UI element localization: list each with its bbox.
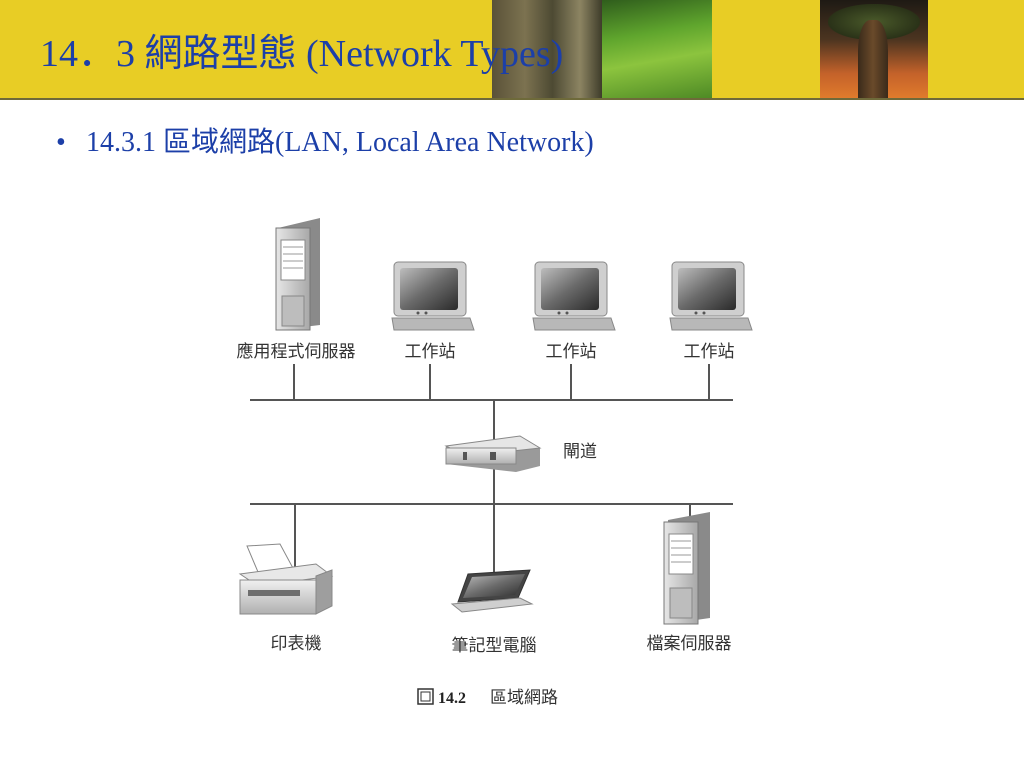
- gateway-icon: [444, 435, 542, 472]
- label-file-server: 檔案伺服器: [647, 634, 732, 654]
- figure-caption-text: 區域網路: [490, 688, 558, 708]
- label-gateway: 閘道: [563, 442, 597, 462]
- tree-trunk: [858, 20, 888, 98]
- app-server-icon: [275, 218, 320, 331]
- label-workstation-1: 工作站: [405, 342, 456, 362]
- header-photo-tree: [820, 0, 928, 98]
- figure-number: 14.2: [438, 690, 466, 707]
- laptop-icon: [450, 569, 534, 613]
- workstation-2-icon: [532, 261, 616, 331]
- workstation-1-icon: [391, 261, 475, 331]
- label-printer: 印表機: [271, 634, 322, 654]
- slide-title: 14．3 網路型態 (Network Types): [40, 33, 564, 75]
- figure-caption: 14.2 區域網路: [417, 688, 558, 708]
- bullet-text: 14.3.1 區域網路(LAN, Local Area Network): [86, 127, 594, 158]
- workstation-3-icon: [669, 261, 753, 331]
- network-lines: [250, 364, 733, 578]
- label-workstation-3: 工作站: [684, 342, 735, 362]
- figure-icon: [417, 688, 434, 705]
- label-laptop: 筆記型電腦: [452, 636, 537, 656]
- label-workstation-2: 工作站: [546, 342, 597, 362]
- label-app-server: 應用程式伺服器: [237, 341, 356, 362]
- file-server-icon: [663, 512, 710, 625]
- header-photo-field: [602, 0, 712, 98]
- printer-icon: [238, 543, 334, 615]
- bullet-item: • 14.3.1 區域網路(LAN, Local Area Network): [56, 120, 594, 160]
- slide-header: 14．3 網路型態 (Network Types): [0, 0, 1024, 100]
- bullet-dot: •: [56, 127, 66, 158]
- header-photo-leaves: [492, 0, 602, 98]
